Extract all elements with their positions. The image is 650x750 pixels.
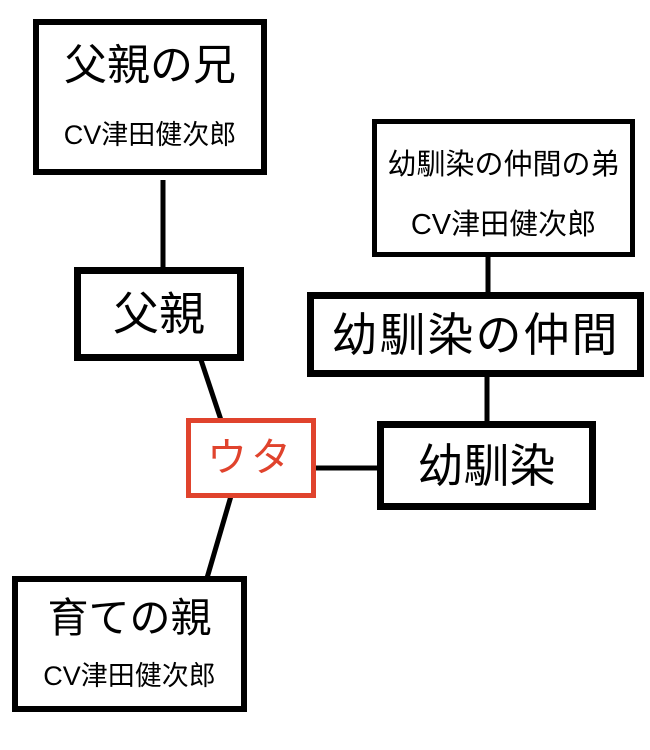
edge-uta-foster-parent: [204, 495, 234, 579]
node-childhood-friend: 幼馴染: [377, 421, 596, 510]
node-father: 父親: [74, 267, 244, 361]
edge-father-uta: [198, 359, 224, 421]
node-father-title: 父親: [113, 288, 205, 340]
node-uncle-cv-label: CV津田健次郎: [63, 120, 237, 150]
node-childhood-friend-title: 幼馴染: [417, 439, 556, 492]
node-foster-parent: 育ての親 CV津田健次郎: [12, 576, 247, 712]
node-uncle-title: 父親の兄: [64, 42, 236, 90]
node-foster-parent-cv-label: CV津田健次郎: [43, 661, 216, 691]
node-uta-title: ウタ: [207, 436, 295, 480]
node-friend-companion-title: 幼馴染の仲間: [331, 308, 620, 361]
node-uta-highlighted: ウタ: [186, 418, 316, 498]
node-friend-brother: 幼馴染の仲間の弟 CV津田健次郎: [372, 119, 635, 257]
node-foster-parent-title: 育ての親: [47, 595, 212, 641]
node-friend-companion: 幼馴染の仲間: [307, 292, 644, 377]
node-friend-brother-cv-label: CV津田健次郎: [410, 208, 597, 241]
node-uncle: 父親の兄 CV津田健次郎: [33, 19, 267, 175]
node-friend-brother-title: 幼馴染の仲間の弟: [387, 148, 620, 181]
